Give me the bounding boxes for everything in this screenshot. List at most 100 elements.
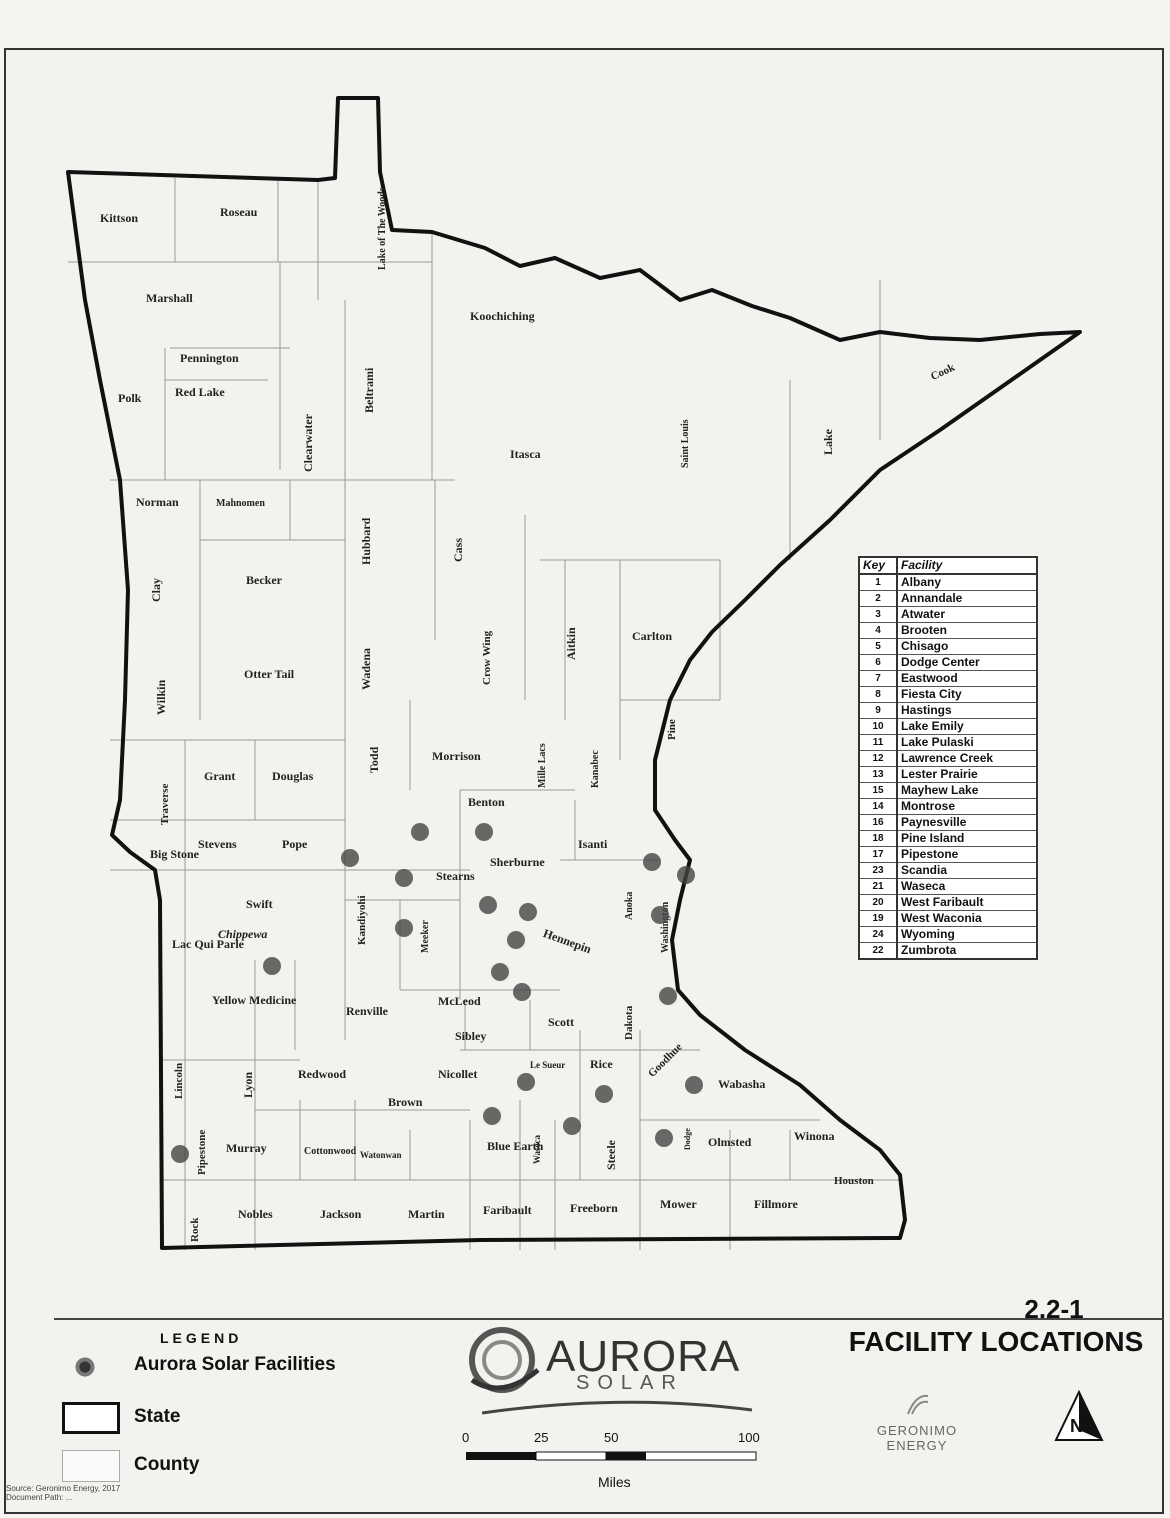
facility-name: Fiesta City: [897, 686, 1037, 703]
facility-key: 15: [859, 782, 898, 799]
key-column-header: Key: [859, 557, 898, 575]
facility-key: 21: [859, 878, 898, 895]
county-label: Winona: [794, 1129, 834, 1143]
facility-name: Annandale: [897, 590, 1037, 607]
county-label: Pipestone: [196, 1130, 208, 1175]
scale-tick: 50: [604, 1430, 619, 1445]
facility-name: Pine Island: [897, 830, 1037, 847]
aurora-solar-logo: AURORA SOLAR: [462, 1320, 762, 1420]
county-label: Wilkin: [154, 680, 168, 715]
facility-name: Lester Prairie: [897, 766, 1037, 783]
county-label: Nicollet: [438, 1067, 477, 1081]
county-label: Houston: [834, 1175, 874, 1187]
facility-marker: [655, 1129, 673, 1147]
scale-units: Miles: [598, 1474, 631, 1490]
facility-name: Wyoming: [897, 926, 1037, 943]
minnesota-map: [66, 96, 1082, 1250]
scale-bar: 0 25 50 100 Miles: [462, 1414, 792, 1504]
facility-key: 10: [859, 718, 898, 735]
county-label: Goodhue: [646, 1041, 685, 1080]
facility-marker: [395, 869, 413, 887]
legend-title: LEGEND: [160, 1330, 243, 1346]
figure-number: 2.2-1: [1024, 1294, 1084, 1324]
county-label: Mahnomen: [216, 498, 265, 509]
county-label: Murray: [226, 1141, 267, 1155]
facility-name: Lawrence Creek: [897, 750, 1037, 767]
county-label: Lake of The Woods: [377, 187, 388, 270]
county-label: Wabasha: [718, 1077, 765, 1091]
facility-name: Mayhew Lake: [897, 782, 1037, 799]
county-label: Kanabec: [590, 750, 601, 788]
facility-name: Eastwood: [897, 670, 1037, 687]
county-label: Hennepin: [541, 926, 593, 956]
facility-key: 2: [859, 590, 898, 607]
county-label: Lyon: [241, 1072, 255, 1098]
county-label: Itasca: [510, 447, 541, 461]
county-label: Wadena: [359, 648, 373, 690]
source-line: Source: Geronimo Energy, 2017: [6, 1484, 121, 1493]
county-label: Morrison: [432, 749, 481, 763]
facility-name: Dodge Center: [897, 654, 1037, 671]
facility-name: Zumbrota: [897, 942, 1037, 960]
county-label: Red Lake: [175, 385, 225, 399]
county-label: Saint Louis: [680, 419, 691, 468]
facility-name: Atwater: [897, 606, 1037, 623]
geronimo-mark-icon: [907, 1394, 929, 1415]
facility-name: West Waconia: [897, 910, 1037, 927]
county-swatch: [62, 1450, 120, 1482]
facility-key: 22: [859, 942, 898, 960]
facility-key: 14: [859, 798, 898, 815]
county-label: Olmsted: [708, 1135, 752, 1149]
facility-marker: [479, 896, 497, 914]
aurora-wordmark: AURORA: [546, 1332, 741, 1381]
county-label: Meeker: [420, 920, 431, 953]
state-outline: [66, 96, 1082, 1250]
facility-marker: [475, 823, 493, 841]
county-label: Roseau: [220, 205, 258, 219]
facility-marker: [519, 903, 537, 921]
county-label: Martin: [408, 1207, 445, 1221]
county-label: Benton: [468, 795, 505, 809]
facility-name: Lake Emily: [897, 718, 1037, 735]
facility-key: 1: [859, 574, 898, 591]
scale-bar-graphic: [466, 1451, 757, 1461]
facility-marker: [483, 1107, 501, 1125]
county-label: Lake: [821, 428, 835, 455]
county-label: Douglas: [272, 769, 314, 783]
facility-name: Waseca: [897, 878, 1037, 895]
county-label: Faribault: [483, 1203, 532, 1217]
facility-marker: [651, 906, 669, 924]
county-label: Lincoln: [173, 1063, 185, 1099]
geronimo-energy-logo: GERONIMO ENERGY: [862, 1390, 972, 1453]
facility-key: 20: [859, 894, 898, 911]
county-label: Renville: [346, 1004, 389, 1018]
facility-key: 3: [859, 606, 898, 623]
aurora-swirl-icon: [469, 1327, 540, 1393]
county-label: Yellow Medicine: [212, 993, 297, 1007]
facility-marker: [491, 963, 509, 981]
county-label: Cottonwood: [304, 1146, 357, 1157]
geronimo-name: GERONIMO: [876, 1423, 958, 1438]
county-label: Clearwater: [301, 413, 315, 472]
source-footer: Source: Geronimo Energy, 2017 Document P…: [6, 1484, 626, 1502]
facility-marker: [395, 919, 413, 937]
scale-tick: 100: [738, 1430, 760, 1445]
legend-facilities-label: Aurora Solar Facilities: [134, 1354, 336, 1375]
geronimo-energy: ENERGY: [886, 1438, 948, 1453]
county-label: Kittson: [100, 211, 138, 225]
county-label: Le Sueur: [530, 1060, 565, 1070]
county-label: Aitkin: [564, 627, 578, 660]
